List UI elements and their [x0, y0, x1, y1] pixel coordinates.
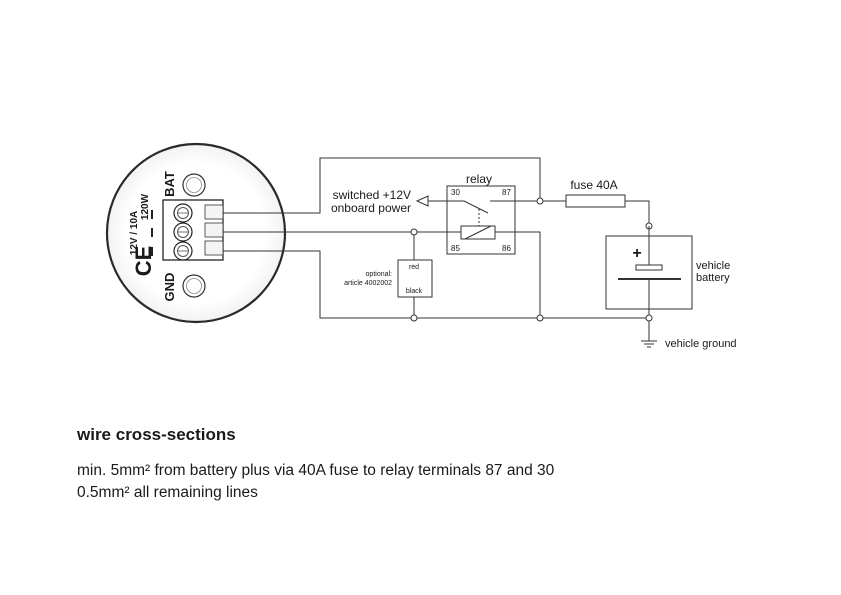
switched-output: switched +12V onboard power	[331, 188, 429, 215]
rating-line-2: 120W	[140, 193, 151, 220]
gnd-mounting-hole-inner	[186, 278, 202, 294]
junction-optional-ground	[410, 314, 418, 322]
optional-label-line-1: optional:	[366, 271, 393, 278]
relay-coil-diagonal	[464, 225, 492, 240]
optional-module-box	[397, 259, 433, 298]
battery-label-line-1: vehicle	[696, 260, 730, 272]
vehicle-ground: vehicle ground	[641, 338, 737, 350]
rating-line-1: 12V / 10A	[129, 211, 140, 255]
bat-mounting-hole-inner	[186, 177, 202, 193]
fuse: fuse 40A	[565, 178, 626, 208]
gauge-back: 12V / 10A 120W BAT GND CE	[105, 142, 287, 324]
relay: relay 30 87 85 86	[446, 172, 516, 255]
wire-sections-heading: wire cross-sections	[77, 425, 236, 444]
terminal-block-clamps	[204, 204, 224, 256]
ground-icon	[641, 340, 657, 348]
bat-label: BAT	[162, 171, 177, 197]
terminal-screw-2	[173, 222, 193, 242]
ground-label: vehicle ground	[665, 338, 737, 350]
junction-battery-ground	[645, 314, 653, 322]
battery-plus-sign: +	[632, 245, 641, 262]
output-arrow-icon	[415, 195, 429, 207]
junction-relay-30	[536, 197, 544, 205]
wire-sections-line-1: min. 5mm² from battery plus via 40A fuse…	[77, 462, 555, 479]
battery-plus-plate	[635, 264, 663, 271]
relay-terminal-87: 87	[502, 188, 511, 197]
fuse-label: fuse 40A	[570, 178, 617, 192]
wire-sections-line-2: 0.5mm² all remaining lines	[77, 484, 258, 501]
terminal-screw-3	[173, 241, 193, 261]
junction-coil-optional	[410, 228, 418, 236]
fuse-body	[565, 194, 626, 208]
ce-mark: CE	[131, 246, 156, 277]
relay-body	[446, 185, 516, 255]
battery: + vehicle battery	[605, 226, 730, 310]
battery-label-line-2: battery	[696, 272, 730, 284]
optional-module: red black optional: article 4002002	[344, 259, 433, 298]
relay-terminal-86: 86	[502, 244, 511, 253]
relay-title: relay	[466, 172, 492, 186]
output-label-line-2: onboard power	[331, 201, 411, 215]
junction-relay-ground	[536, 314, 544, 322]
terminal-screw-1	[173, 203, 193, 223]
gnd-label: GND	[162, 273, 177, 302]
relay-contact-30	[447, 200, 489, 214]
optional-wire-red: red	[409, 264, 419, 271]
output-label-line-1: switched +12V	[333, 188, 411, 202]
optional-wire-black: black	[406, 288, 423, 295]
optional-label-line-2: article 4002002	[344, 280, 392, 287]
relay-terminal-85: 85	[451, 244, 460, 253]
relay-terminal-30: 30	[451, 188, 460, 197]
